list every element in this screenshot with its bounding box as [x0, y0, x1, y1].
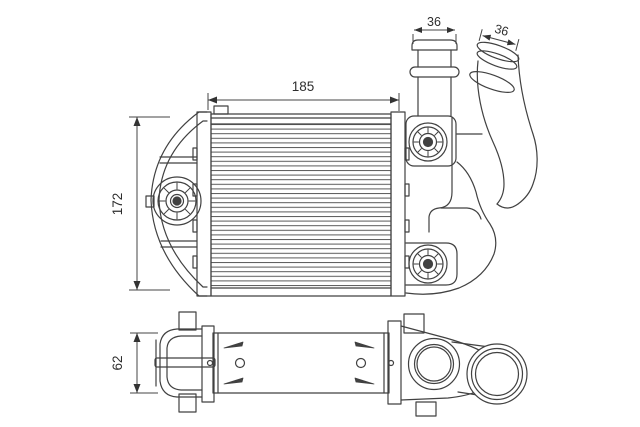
top-flange [405, 115, 457, 167]
mounting-grommet-left [152, 176, 202, 226]
core [210, 105, 392, 297]
dimension-core-width: 185 [207, 79, 400, 111]
dimension-label-36-side: 36 [493, 22, 510, 39]
bottom-view [154, 311, 528, 417]
right-plate-top-view [387, 313, 437, 417]
dimension-label-185: 185 [292, 79, 315, 94]
core-fins [211, 124, 391, 288]
dimension-body-depth: 62 [110, 332, 158, 394]
inlet-pipe-vertical [409, 39, 460, 117]
core-header-bands [210, 117, 392, 289]
tank-inner-contour [428, 117, 453, 233]
dimension-label-36-top: 36 [427, 15, 441, 29]
dimension-label-62: 62 [110, 355, 125, 370]
dimension-core-height: 172 [110, 116, 170, 291]
core-top-notch [213, 105, 229, 115]
outlet-pipe-diagonal [469, 41, 538, 209]
tank-inner-step [440, 207, 482, 220]
dimensions: 185 172 62 36 36 [110, 15, 520, 394]
front-view [145, 39, 538, 297]
pipe-opening-large [466, 343, 528, 405]
bottom-flange [405, 242, 458, 286]
right-side-plate [390, 111, 410, 297]
mounting-grommet-bottom-right [408, 244, 448, 284]
left-plate-top-view [178, 311, 215, 413]
louver-marks [223, 341, 375, 385]
pipe-opening-small [407, 337, 461, 391]
body-inner-lines [217, 332, 385, 394]
left-bracket-top-view [154, 328, 216, 398]
tank-outer-edge [405, 161, 497, 295]
mounting-grommet-top-right [408, 122, 448, 162]
body-outline [212, 332, 390, 394]
dimension-label-172: 172 [110, 193, 125, 216]
dimension-pipe-side: 36 [478, 22, 520, 51]
dimension-pipe-top: 36 [412, 15, 457, 44]
body-holes [206, 357, 395, 369]
left-bracket [145, 111, 208, 297]
right-tank-top-view [400, 325, 528, 405]
right-tank [405, 115, 497, 295]
